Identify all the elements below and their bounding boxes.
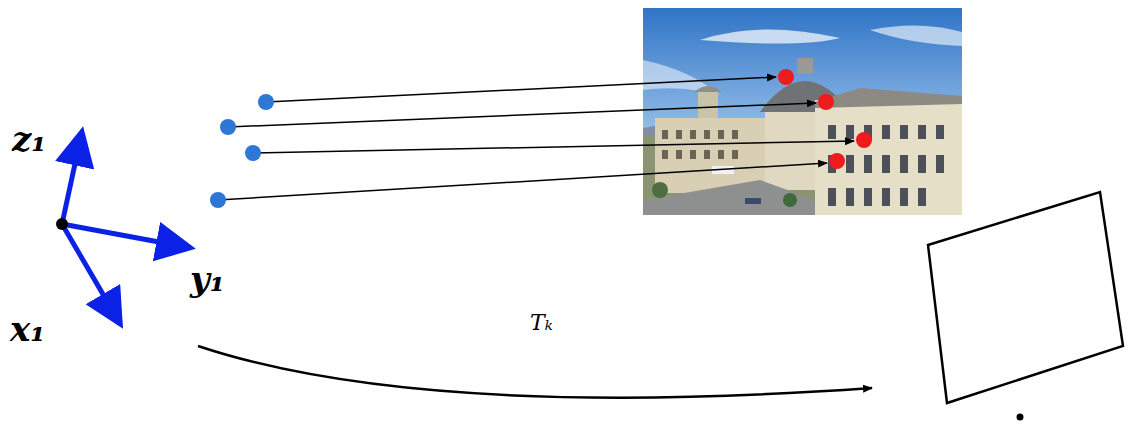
axis-label: y₁	[190, 262, 225, 296]
transform-label: Tₖ	[530, 312, 553, 334]
camera-plane	[928, 192, 1123, 403]
world-point	[210, 94, 274, 208]
axis-label: z₁	[12, 122, 46, 156]
projection-ray	[218, 77, 854, 200]
building-photo	[643, 8, 962, 215]
image-point	[778, 69, 872, 169]
camera-center	[1017, 414, 1024, 421]
axis-label: x₁	[10, 312, 45, 346]
transform-arrow	[198, 346, 872, 398]
coordinate-frame	[56, 136, 186, 320]
